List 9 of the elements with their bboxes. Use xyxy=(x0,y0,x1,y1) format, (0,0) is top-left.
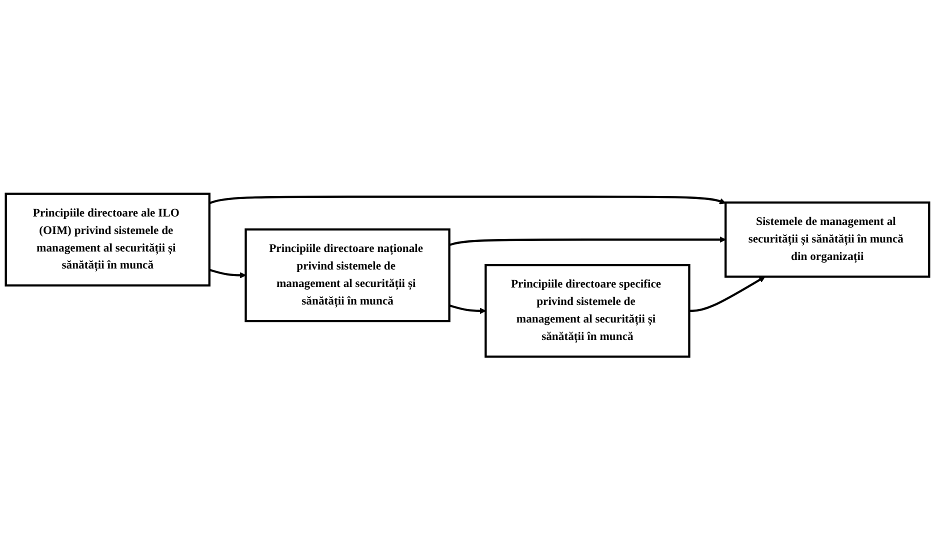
arrow xyxy=(209,268,246,278)
arrow xyxy=(449,236,726,246)
arrow xyxy=(209,195,726,204)
node-box: Sistemele de management al securității și sănătății în muncă din organizații xyxy=(724,201,930,278)
node-box: Principiile directoare specifice privind sistemele de management al securității și sănătății în muncă xyxy=(484,264,690,358)
node-box: Principiile directoare naționale privind sistemele de management al securității și sănătății în muncă xyxy=(244,228,450,322)
node-box: Principiile directoare ale ILO (OIM) privind sistemele de management al securității și sănătății în muncă xyxy=(4,192,210,286)
arrow xyxy=(449,304,486,314)
arrow xyxy=(689,276,766,312)
